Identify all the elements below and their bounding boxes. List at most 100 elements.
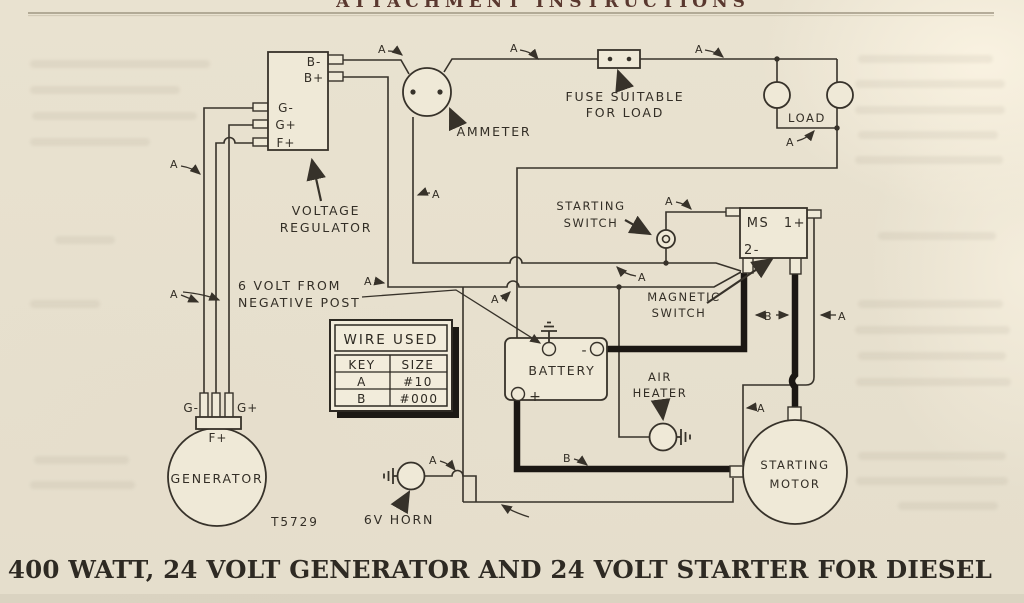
vr-bplus-label: B+ — [304, 71, 324, 85]
horn-ground-icon — [383, 468, 397, 484]
wire-a-callout: A — [378, 43, 386, 56]
vr-gplus-terminal — [252, 119, 269, 129]
ms-right-terminal — [806, 209, 822, 219]
wire-table-title-box — [334, 324, 448, 352]
wire-table-title: WIRE USED — [344, 332, 439, 348]
ammeter-pointer-arrow — [448, 106, 468, 132]
callout-arrow — [745, 402, 758, 412]
vr-bplus-terminal — [327, 71, 344, 82]
ammeter-to-fuse-wire — [443, 58, 598, 73]
starting-switch-label-1: STARTING — [556, 199, 625, 213]
gen-gplus-pin — [224, 392, 234, 419]
wire-b-callout: B — [563, 452, 571, 465]
voltage-regulator-box — [267, 51, 329, 151]
callout-arrow — [499, 291, 511, 303]
ammeter-left-post — [410, 89, 416, 95]
gen-gminus-pin — [199, 392, 209, 419]
wire-a-callout: A — [757, 402, 765, 415]
ms-cable-terminal — [789, 256, 802, 275]
junction-dot — [663, 260, 669, 266]
wire-a-callout: A — [170, 288, 178, 301]
load: LOAD — [763, 81, 854, 125]
vr-bminus-label: B- — [307, 55, 322, 69]
page-header-title: ATTACHMENT INSTRUCTIONS — [335, 0, 750, 12]
ms-2minus-terminal — [742, 256, 754, 274]
gen-gminus-wire — [203, 107, 255, 417]
fuse-right-post — [626, 56, 632, 62]
wire-a-callout: A — [429, 454, 437, 467]
wire-table-grid-box — [334, 354, 448, 407]
vr-fplus-label: F+ — [277, 136, 296, 150]
six-volt-note-line-2: NEGATIVE POST — [238, 295, 361, 310]
starting-motor: STARTING MOTOR — [729, 406, 848, 525]
starting-switch-pointer-arrow — [624, 215, 652, 236]
horn-label: 6V HORN — [364, 512, 434, 527]
horn-pointer-arrow — [390, 490, 411, 515]
wire-key-callouts: A A A A A A A A A A A B A — [170, 42, 846, 518]
heavy-cables — [513, 273, 799, 473]
air-heater-pointer-arrow — [650, 398, 671, 422]
ammeter-right-post — [437, 89, 443, 95]
fuse-pointer-arrow — [615, 68, 634, 93]
wire-a-callout: A — [665, 195, 673, 208]
gen-fplus-pin — [211, 392, 221, 419]
battery-negative-post — [589, 341, 605, 357]
callout-arrow — [180, 164, 201, 175]
battery-positive-cable — [513, 399, 730, 473]
magnetic-switch-label-2: SWITCH — [652, 306, 707, 320]
horn-wire — [425, 469, 477, 502]
wire-table-cell: #10 — [403, 375, 433, 389]
magnetic-switch-box — [739, 207, 808, 259]
battery-tap-post — [541, 341, 557, 357]
gen-gplus-label: G+ — [237, 401, 258, 415]
six-volt-note: 6 VOLT FROM NEGATIVE POST — [238, 278, 542, 344]
voltage-regulator: B- B+ G- G+ F+ VOLTAGE REGULATOR — [252, 51, 373, 235]
voltage-regulator-label-1: VOLTAGE — [292, 203, 361, 218]
callout-arrow — [519, 48, 539, 60]
wire-a-callout: A — [432, 188, 440, 201]
wire-table-key-header: KEY — [348, 358, 375, 372]
junction-dot — [774, 56, 780, 62]
callout-arrow — [500, 504, 530, 518]
junction-dots — [616, 56, 840, 290]
six-volt-pointer-line — [361, 289, 542, 344]
callout-arrow — [387, 45, 404, 56]
load-right-lamp — [826, 81, 854, 109]
starting-switch: STARTING SWITCH — [556, 199, 676, 249]
load-left-return-wire — [776, 108, 837, 129]
ms-2minus-label: 2- — [744, 243, 760, 258]
wire-b-callout: B — [764, 310, 772, 323]
generator: G- G+ F+ GENERATOR T5729 — [167, 392, 317, 529]
six-volt-note-line-1: 6 VOLT FROM — [238, 278, 341, 293]
battery-positive-post — [510, 386, 526, 402]
starting-switch-button — [661, 234, 671, 244]
battery-negative-cable — [600, 273, 748, 353]
wire-table-cell: A — [357, 375, 367, 389]
voltage-regulator-label-2: REGULATOR — [280, 220, 373, 235]
wire-table: WIRE USED KEY SIZE A #10 B #000 — [329, 319, 459, 418]
magswitch-1plus-to-motor-wire — [742, 218, 815, 465]
wire-a-callout: A — [695, 43, 703, 56]
callout-arrow — [796, 130, 815, 142]
air-heater-wire — [618, 287, 650, 438]
air-heater-ground-icon — [677, 429, 691, 445]
thin-wires — [203, 58, 838, 503]
ms-1plus-label: 1+ — [784, 216, 806, 231]
wire-a-callout: A — [491, 293, 499, 306]
wire-a-callout: A — [510, 42, 518, 55]
fuse-label-1: FUSE SUITABLE — [566, 89, 685, 104]
bottom-run-to-motor-wire — [463, 478, 734, 503]
wire-a-callout: A — [170, 158, 178, 171]
battery-plus-sign: + — [529, 389, 541, 405]
air-heater: AIR HEATER — [633, 370, 691, 452]
battery-minus-sign: - — [581, 343, 586, 359]
fuse-body — [597, 49, 641, 69]
callout-arrow — [704, 47, 724, 58]
vr-gplus-label: G+ — [275, 118, 296, 132]
callout-arrow — [439, 459, 456, 471]
air-heater-body — [648, 422, 678, 452]
battery-box — [504, 337, 608, 401]
startswitch-to-magswitch-wire — [665, 211, 726, 230]
ms-label: MS — [747, 216, 769, 231]
callout-arrow — [616, 266, 637, 278]
